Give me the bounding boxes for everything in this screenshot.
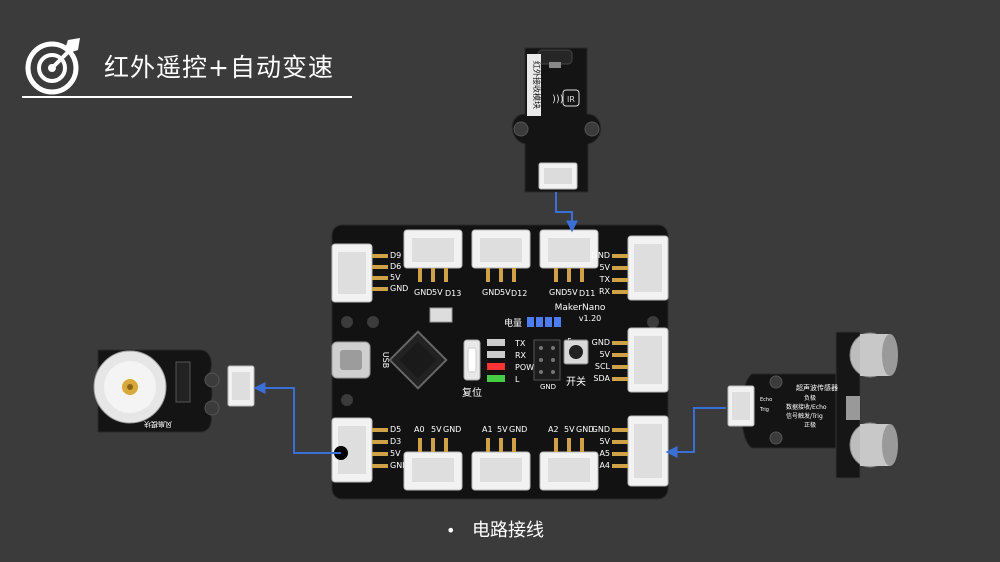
pin-d3: D3 bbox=[390, 437, 401, 446]
pin-gnd-lb: GND bbox=[390, 461, 408, 470]
ir-module-label: 红外接收模块 bbox=[532, 61, 542, 109]
ultrasonic-module: 超声波传感器 负极 数据接收/Echo 信号触发/Trig 正极 Echo Tr… bbox=[727, 331, 898, 479]
ultrasonic-short-trig: Trig bbox=[759, 407, 769, 413]
caption-text: 电路接线 bbox=[472, 520, 544, 541]
page-title: 红外遥控+自动变速 bbox=[104, 53, 334, 82]
port2-d12: D12 bbox=[511, 289, 527, 298]
bullet: • bbox=[446, 521, 456, 540]
port6-gnd: GND bbox=[576, 425, 594, 434]
port3-gnd: GND bbox=[549, 288, 567, 297]
port2-5v: 5V bbox=[500, 288, 511, 297]
slide-header: 红外遥控+自动变速 bbox=[22, 30, 352, 100]
ir-receiver-module: 红外接收模块 ))) IR bbox=[511, 47, 602, 193]
battery-label: 电量 bbox=[504, 317, 522, 329]
pin-gnd-rm: GND bbox=[592, 338, 610, 347]
port3-d11: D11 bbox=[579, 289, 595, 298]
target-arrow-icon bbox=[25, 38, 80, 95]
ultrasonic-pin-echo: 数据接收/Echo bbox=[786, 403, 827, 411]
led-label-tx: TX bbox=[514, 339, 526, 348]
pin-d6: D6 bbox=[390, 262, 401, 271]
makernano-board: USB 复位 TX RX POW L 电量 5v GND bbox=[331, 224, 669, 500]
pin-a5: A5 bbox=[599, 449, 610, 458]
reset-label: 复位 bbox=[462, 386, 482, 399]
pin-d9: D9 bbox=[390, 251, 401, 260]
port4-a0: A0 bbox=[414, 425, 425, 434]
pin-5v-rm: 5V bbox=[599, 350, 610, 359]
jumper-gnd-label: GND bbox=[540, 383, 556, 391]
slide-caption: • 电路接线 bbox=[446, 516, 544, 542]
fan-module-label: 风扇模块 bbox=[144, 420, 172, 429]
led-label-pow: POW bbox=[515, 363, 534, 372]
port5-a1: A1 bbox=[482, 425, 493, 434]
ultrasonic-title: 超声波传感器 bbox=[796, 383, 838, 392]
port3-5v: 5V bbox=[567, 288, 578, 297]
pin-5v-rt: 5V bbox=[599, 263, 610, 272]
led-label-rx: RX bbox=[515, 351, 527, 360]
wire-d5-to-fan bbox=[253, 382, 341, 454]
port1-5v: 5V bbox=[432, 288, 443, 297]
switch-label: 开关 bbox=[566, 375, 586, 388]
pin-gnd-rb: GND bbox=[592, 425, 610, 434]
port6-5v: 5V bbox=[564, 425, 575, 434]
port4-5v: 5V bbox=[431, 425, 442, 434]
fan-module: 风扇模块 bbox=[93, 349, 255, 433]
pin-gnd-lt: GND bbox=[390, 284, 408, 293]
pin-a4: A4 bbox=[599, 461, 610, 470]
port2-gnd: GND bbox=[482, 288, 500, 297]
port6-a2: A2 bbox=[548, 425, 559, 434]
board-name: MakerNano bbox=[555, 303, 606, 313]
ultrasonic-pin-neg: 负极 bbox=[804, 394, 816, 402]
pin-5v-lt: 5V bbox=[390, 273, 401, 282]
pin-5v-lb: 5V bbox=[390, 449, 401, 458]
led-label-l: L bbox=[515, 375, 520, 384]
wire-ir-to-d11 bbox=[555, 192, 578, 233]
ultrasonic-pin-trig: 信号触发/Trig bbox=[786, 412, 823, 420]
ultrasonic-pin-pos: 正极 bbox=[804, 421, 816, 429]
port1-gnd: GND bbox=[414, 288, 432, 297]
wire-ultrasonic-to-a5 bbox=[665, 407, 726, 458]
ir-badge: IR bbox=[567, 95, 575, 104]
pin-d5: D5 bbox=[390, 425, 401, 434]
pin-scl: SCL bbox=[595, 362, 611, 371]
ultrasonic-short-echo: Echo bbox=[760, 397, 772, 403]
port4-gnd: GND bbox=[443, 425, 461, 434]
pin-5v-rb: 5V bbox=[599, 437, 610, 446]
title-underline bbox=[22, 96, 352, 98]
port5-5v: 5V bbox=[497, 425, 508, 434]
port1-d13: D13 bbox=[445, 289, 461, 298]
pin-sda: SDA bbox=[593, 374, 610, 383]
pin-tx: TX bbox=[599, 275, 611, 284]
board-version: v1.20 bbox=[579, 314, 602, 323]
usb-label: USB bbox=[381, 352, 390, 368]
port5-gnd: GND bbox=[509, 425, 527, 434]
pin-gnd-rt: GND bbox=[592, 251, 610, 260]
ir-wave-icon: ))) bbox=[552, 94, 564, 105]
pin-rx: RX bbox=[599, 287, 611, 296]
